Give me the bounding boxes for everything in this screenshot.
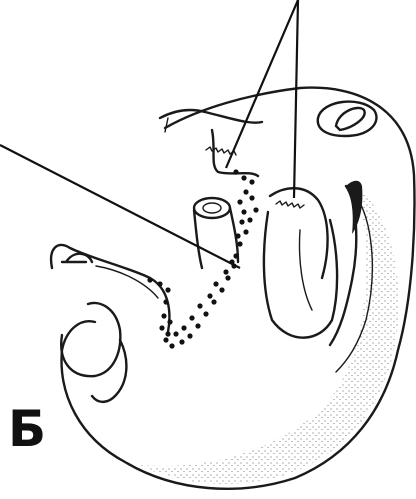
crest-dot: [187, 333, 192, 338]
caudal-fold-inner: [62, 254, 92, 262]
fringed-edge-right: [276, 201, 304, 208]
crest-dot: [189, 315, 194, 320]
crest-dot: [237, 199, 242, 204]
crest-dot: [169, 343, 174, 348]
crest-dot: [159, 325, 164, 330]
heart-inner-fold: [300, 230, 313, 310]
crest-dot: [165, 331, 170, 336]
crest-dot: [161, 313, 166, 318]
crest-dot: [163, 337, 168, 342]
crest-dot: [235, 233, 240, 238]
lens-placode: [336, 108, 365, 130]
neural-tube-top: [194, 198, 230, 218]
crest-dot: [249, 195, 254, 200]
embryo-body-outline: [62, 88, 415, 489]
crest-dot: [203, 311, 208, 316]
crest-dot: [207, 293, 212, 298]
crest-dot: [195, 323, 200, 328]
crest-dot: [211, 299, 216, 304]
crest-dot: [181, 325, 186, 330]
crest-dot: [213, 281, 218, 286]
crest-dot: [179, 339, 184, 344]
crest-dot: [219, 287, 224, 292]
crest-dot: [225, 275, 230, 280]
crest-dot: [241, 175, 246, 180]
crest-dot: [163, 299, 168, 304]
optic-vesicle: [318, 102, 377, 136]
leader-line-top-b: [294, 0, 298, 198]
crest-dot: [147, 277, 152, 282]
crest-dot: [243, 229, 248, 234]
neural-tube-lumen: [203, 203, 221, 213]
leader-line-top-a: [226, 0, 298, 168]
crest-dot: [197, 303, 202, 308]
tail-loop: [61, 303, 120, 376]
crest-dot: [237, 241, 242, 246]
neural-crest-dots: [147, 169, 258, 348]
crest-dot: [233, 169, 238, 174]
crest-dot: [165, 287, 170, 292]
crest-dot: [173, 331, 178, 336]
crest-dot: [239, 219, 244, 224]
head-fold-inner: [165, 118, 168, 132]
crest-dot: [249, 179, 254, 184]
crest-dot: [167, 319, 172, 324]
tail-inner: [92, 340, 126, 402]
crest-dot: [241, 209, 246, 214]
right-fold-dark: [346, 181, 362, 234]
crest-dot: [157, 281, 162, 286]
crest-dot: [247, 217, 252, 222]
crest-dot: [233, 253, 238, 258]
crest-dot: [253, 207, 258, 212]
panel-label: Б: [8, 404, 46, 454]
crest-dot: [223, 269, 228, 274]
crest-dot: [243, 189, 248, 194]
